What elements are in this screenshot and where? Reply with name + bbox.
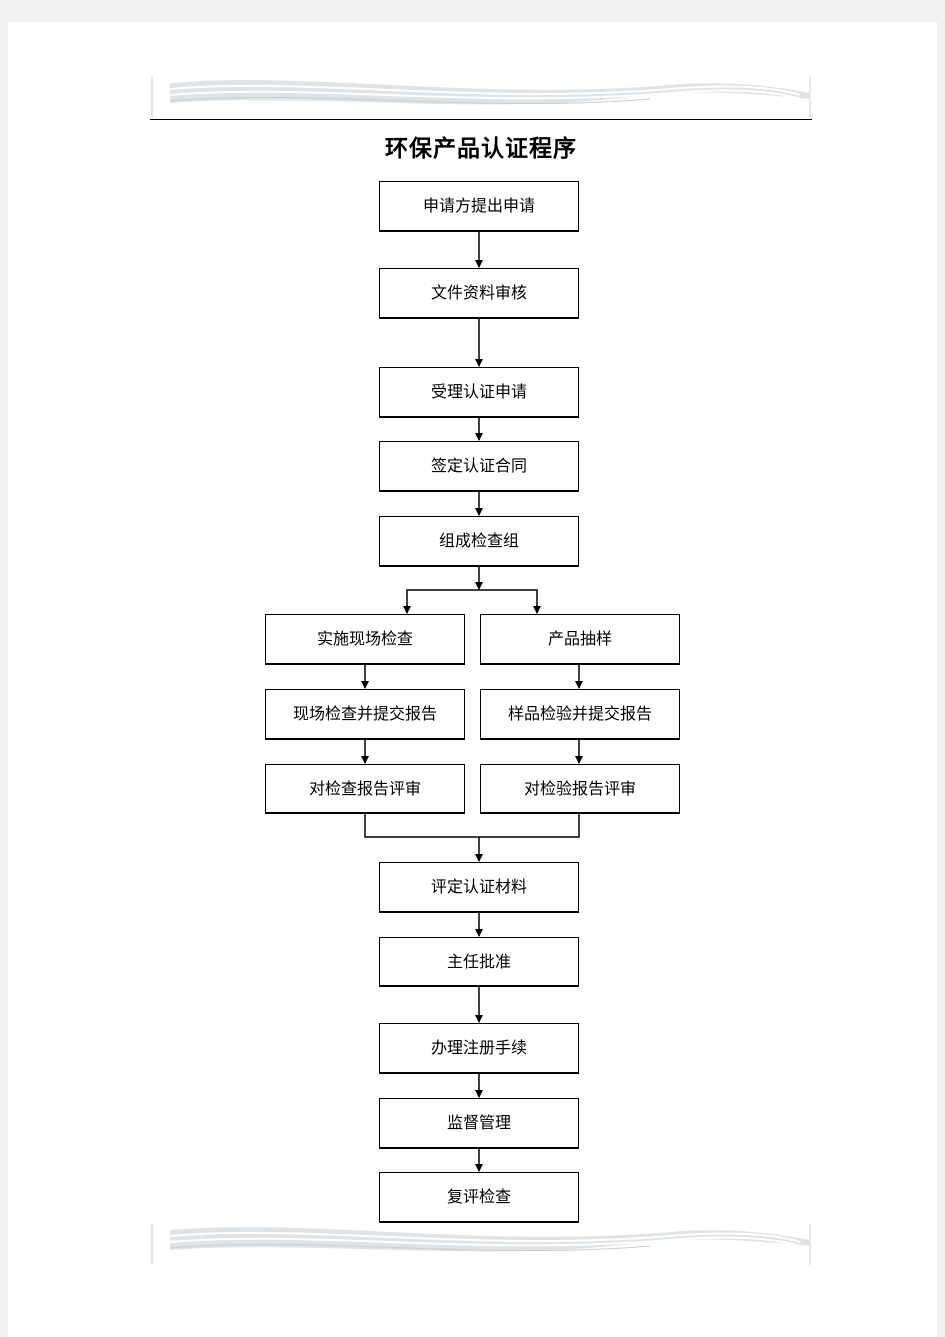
- step-registration: 办理注册手续: [379, 1023, 579, 1074]
- step-product-sampling: 产品抽样: [480, 614, 680, 665]
- step-sign-contract: 签定认证合同: [379, 441, 579, 492]
- step-evaluate-materials: 评定认证材料: [379, 862, 579, 913]
- step-form-inspection-team: 组成检查组: [379, 516, 579, 567]
- step-supervision: 监督管理: [379, 1098, 579, 1149]
- page-title: 环保产品认证程序: [385, 135, 577, 162]
- step-document-review: 文件资料审核: [379, 268, 579, 319]
- merge-line: [364, 813, 580, 838]
- header-wave-decoration: [151, 77, 811, 118]
- step-submit-application: 申请方提出申请: [379, 181, 579, 232]
- footer-wave-decoration: [151, 1224, 811, 1265]
- header-rule: [150, 119, 812, 120]
- step-accept-application: 受理认证申请: [379, 367, 579, 418]
- split-branch-line: [406, 589, 538, 613]
- step-review-inspection-report: 对检查报告评审: [265, 764, 465, 814]
- step-onsite-inspection: 实施现场检查: [265, 614, 465, 665]
- step-onsite-report: 现场检查并提交报告: [265, 689, 465, 740]
- step-sample-test-report: 样品检验并提交报告: [480, 689, 680, 740]
- step-review-test-report: 对检验报告评审: [480, 764, 680, 814]
- step-director-approval: 主任批准: [379, 937, 579, 987]
- step-reassessment: 复评检查: [379, 1172, 579, 1223]
